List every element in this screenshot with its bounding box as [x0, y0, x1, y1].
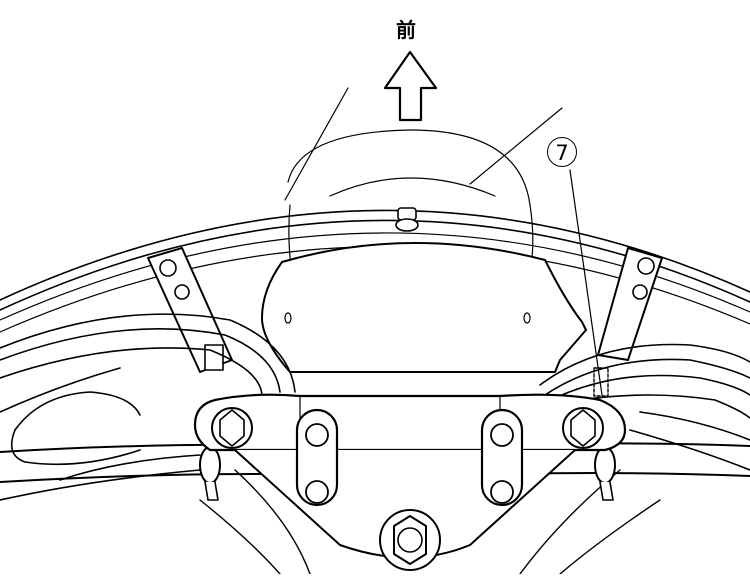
- left-cables: [0, 313, 296, 501]
- front-arrow-icon: [383, 50, 438, 122]
- right-mirror-bracket: [597, 247, 663, 361]
- leader-line-right: [469, 107, 563, 185]
- right-cables: [539, 343, 750, 471]
- meter-bracket-panel: [261, 242, 587, 373]
- callout-7-leader-line: [569, 169, 603, 396]
- top-bolt: [395, 207, 419, 232]
- callout-7: 7: [547, 137, 577, 167]
- front-direction-label: 前: [396, 18, 416, 42]
- leader-line-left: [284, 87, 349, 201]
- right-pinch-bolt: [562, 407, 604, 449]
- handlebar-clamp-right: [480, 408, 524, 507]
- handlebar-clamp-left: [295, 408, 339, 507]
- left-mirror-bracket: [147, 247, 233, 373]
- steering-stem-nut: [379, 509, 441, 571]
- left-pinch-bolt: [211, 407, 253, 449]
